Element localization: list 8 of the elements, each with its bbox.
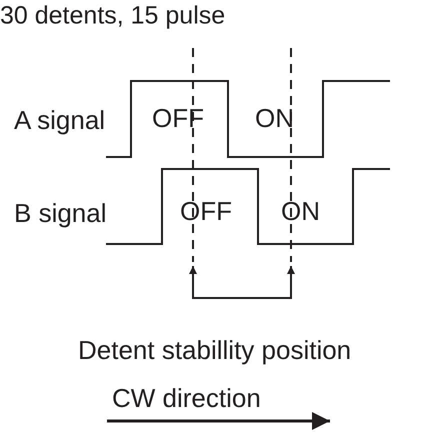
state-label: ON [281,198,320,224]
signal-label: A signal [14,107,106,133]
state-label: OFF [152,105,204,131]
title: 30 detents, 15 pulse [0,4,226,28]
signal-label: B signal [14,200,106,226]
note-label: Detent stabillity position [78,337,352,363]
direction-label: CW direction [112,385,261,411]
state-label: OFF [180,198,232,224]
